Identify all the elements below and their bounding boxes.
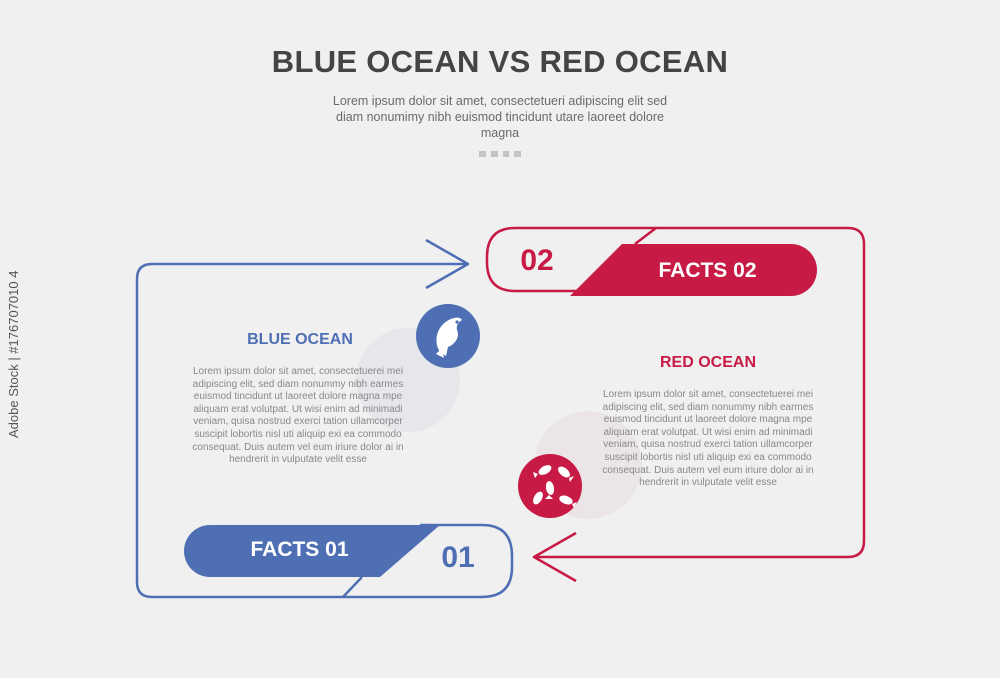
red-pill-shape — [570, 244, 817, 296]
facts-01-number: 01 — [441, 541, 475, 574]
blue-loop-line — [135, 262, 514, 599]
red-ocean-body: Lorem ipsum dolor sit amet, consectetuer… — [602, 389, 814, 489]
blue-ocean-heading: BLUE OCEAN — [247, 331, 353, 348]
red-loop-line — [485, 226, 866, 559]
page-subtitle: Lorem ipsum dolor sit amet, consectetuer… — [332, 94, 668, 140]
fish-icon — [436, 317, 462, 358]
page-title: BLUE OCEAN VS RED OCEAN — [271, 44, 729, 79]
facts-02-number: 02 — [520, 244, 554, 277]
blue-pill-shape — [184, 525, 440, 577]
red-slash — [634, 227, 657, 245]
divider-dots — [479, 151, 521, 157]
blue-arrowhead — [425, 238, 470, 290]
fish-school-icon — [533, 465, 577, 508]
watermark-text: Adobe Stock | #176707010 4 — [6, 270, 21, 438]
blue-slash — [342, 576, 363, 598]
facts-02-label: FACTS 02 — [658, 259, 757, 282]
blue-ocean-body: Lorem ipsum dolor sit amet, consectetuer… — [192, 366, 404, 466]
red-arrowhead — [532, 531, 577, 583]
red-ocean-heading: RED OCEAN — [659, 354, 756, 371]
facts-01-label: FACTS 01 — [250, 538, 349, 561]
